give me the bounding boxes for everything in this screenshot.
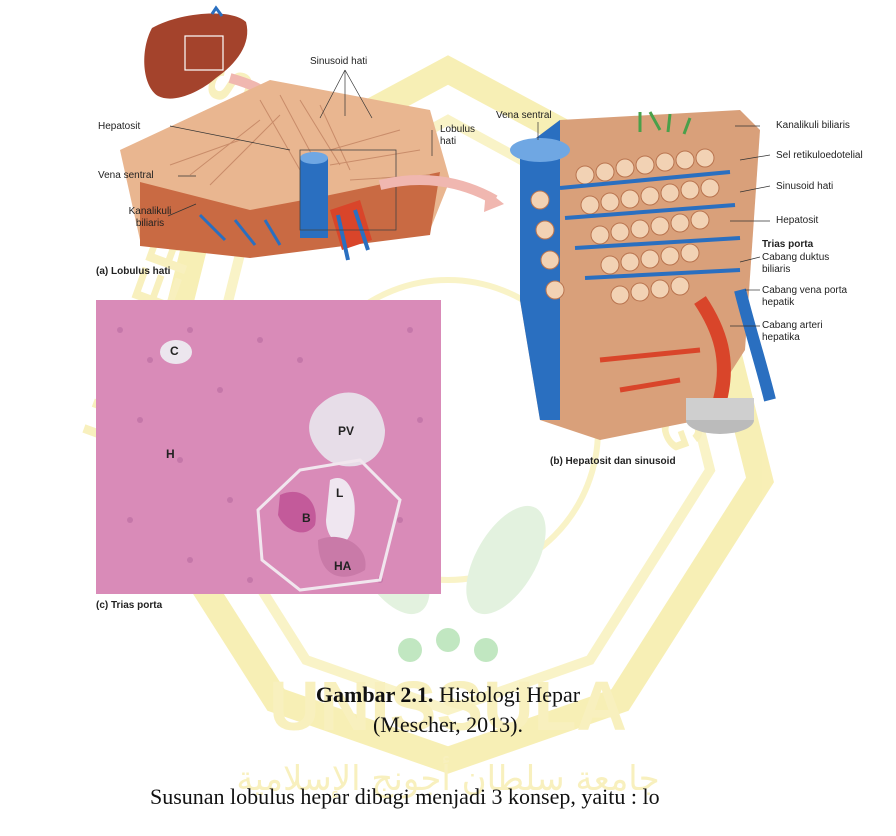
- caption-panel-b: (b) Hepatosit dan sinusoid: [550, 456, 676, 468]
- label-lobulus-hati: Lobulus hati: [440, 124, 482, 148]
- lobulus-block: [120, 70, 504, 260]
- micro-label-b: B: [302, 511, 311, 525]
- label-cabang-vena-porta: Cabang vena porta hepatik: [762, 285, 852, 309]
- label-sinusoid-hati-b: Sinusoid hati: [776, 181, 833, 193]
- micro-label-c: C: [170, 344, 179, 358]
- micro-label-ha: HA: [334, 559, 351, 573]
- label-sinusoid-hati-a: Sinusoid hati: [310, 56, 367, 68]
- figure-caption-source: (Mescher, 2013).: [0, 712, 896, 738]
- figure-caption: Gambar 2.1. Histologi Hepar: [0, 682, 896, 708]
- label-kanalikuli-biliaris-a: Kanalikuli biliaris: [118, 206, 182, 230]
- micro-label-pv: PV: [338, 424, 354, 438]
- label-kanalikuli-biliaris-b: Kanalikuli biliaris: [776, 120, 850, 132]
- label-hepatosit-b: Hepatosit: [776, 215, 818, 227]
- body-paragraph: Susunan lobulus hepar dibagi menjadi 3 k…: [150, 784, 660, 810]
- label-trias-porta: Trias porta: [762, 239, 813, 251]
- figure-caption-title: Histologi Hepar: [439, 682, 580, 707]
- label-sel-retikuloedotelial: Sel retikuloedotelial: [776, 150, 863, 162]
- trias-porta-micrograph: [96, 300, 441, 594]
- label-cabang-arteri-hepatika: Cabang arteri hepatika: [762, 320, 842, 344]
- hepatocyte-wedge: [510, 110, 770, 440]
- micro-label-l: L: [336, 486, 343, 500]
- label-vena-sentral-b: Vena sentral: [496, 110, 552, 122]
- label-cabang-duktus-biliaris: Cabang duktus biliaris: [762, 252, 852, 276]
- caption-panel-c: (c) Trias porta: [96, 600, 162, 612]
- figure-caption-label: Gambar 2.1.: [316, 682, 434, 707]
- label-hepatosit-a: Hepatosit: [98, 121, 140, 133]
- micro-label-h: H: [166, 447, 175, 461]
- caption-panel-a: (a) Lobulus hati: [96, 266, 170, 278]
- label-vena-sentral-a: Vena sentral: [98, 170, 154, 182]
